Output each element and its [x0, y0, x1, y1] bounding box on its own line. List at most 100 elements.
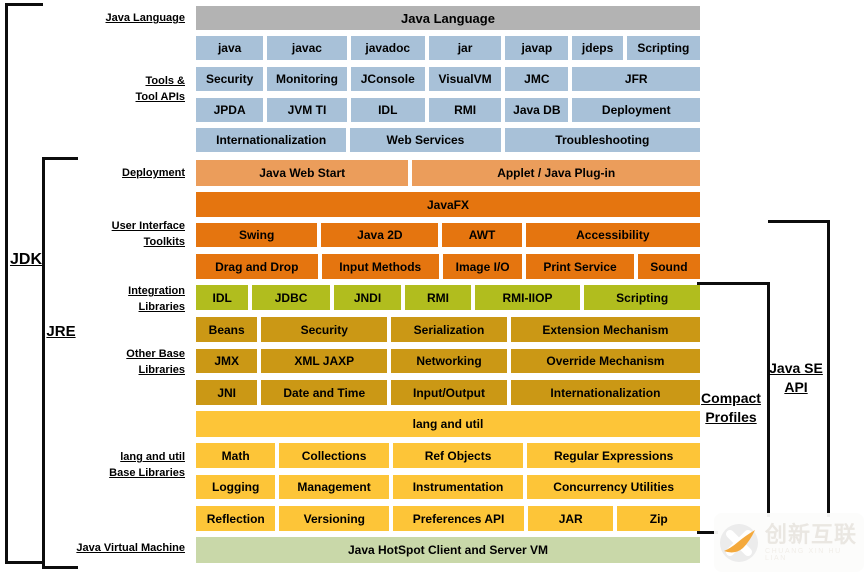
cell-rmi-iiop: RMI-IIOP — [474, 285, 581, 310]
section-label-java-virtual-machine: Java Virtual Machine — [76, 542, 185, 554]
bracket-line-jre-bottom — [42, 566, 78, 569]
diagram-row: lang and util — [196, 411, 700, 437]
cell-jni: JNI — [196, 380, 258, 405]
watermark-subtitle: CHUANG XIN HU LIAN — [765, 548, 842, 562]
cell-java-2d: Java 2D — [321, 223, 439, 247]
cell-troubleshooting: Troubleshooting — [504, 128, 700, 152]
diagram-row: JavaFX — [196, 192, 700, 217]
cell-internationalization: Internationalization — [196, 128, 347, 152]
cell-monitoring: Monitoring — [267, 67, 347, 91]
cell-input-methods: Input Methods — [321, 254, 439, 279]
cell-concurrency-utilities: Concurrency Utilities — [527, 475, 700, 499]
watermark-logo-icon — [720, 523, 758, 562]
cell-jvm-ti: JVM TI — [267, 98, 347, 122]
cell-jmx: JMX — [196, 349, 258, 373]
bracket-label-jre: JRE — [46, 323, 76, 340]
cell-accessibility: Accessibility — [525, 223, 700, 247]
cell-jpda: JPDA — [196, 98, 264, 122]
cell-awt: AWT — [442, 223, 522, 247]
watermark-text-block: 创新互联 CHUANG XIN HU LIAN — [765, 522, 864, 563]
bracket-line-javase-vertical — [827, 220, 830, 517]
bracket-line-jdk-vertical — [5, 3, 8, 564]
cell-jconsole: JConsole — [350, 67, 425, 91]
cell-serialization: Serialization — [391, 317, 507, 342]
cell-deployment: Deployment — [572, 98, 701, 122]
cell-java-web-start: Java Web Start — [196, 160, 409, 186]
watermark-title: 创新互联 — [765, 522, 858, 547]
cell-beans: Beans — [196, 317, 258, 342]
cell-java-hotspot-client-and-server-vm: Java HotSpot Client and Server VM — [196, 537, 700, 563]
cell-jndi: JNDI — [333, 285, 402, 310]
cell-rmi: RMI — [405, 285, 471, 310]
cell-lang-and-util: lang and util — [196, 411, 700, 437]
bracket-label-jdk: JDK — [9, 251, 42, 268]
diagram-row: Java Language — [196, 6, 700, 30]
cell-security: Security — [261, 317, 388, 342]
cell-javadoc: javadoc — [350, 36, 425, 60]
cell-web-services: Web Services — [350, 128, 501, 152]
cell-math: Math — [196, 443, 276, 468]
cell-applet-java-plug-in: Applet / Java Plug-in — [412, 160, 700, 186]
section-label-lang-and-util: lang and util Base Libraries — [109, 451, 185, 479]
cell-ref-objects: Ref Objects — [392, 443, 524, 468]
cell-java-language: Java Language — [196, 6, 700, 30]
cell-jmc: JMC — [505, 67, 569, 91]
cell-jar: JAR — [527, 506, 614, 531]
cell-scripting: Scripting — [626, 36, 700, 60]
cell-idl: IDL — [196, 285, 249, 310]
cell-preferences-api: Preferences API — [393, 506, 524, 531]
cell-input-output: Input/Output — [391, 380, 507, 405]
cell-rmi: RMI — [428, 98, 502, 122]
bracket-line-compact-bottom-dash — [697, 531, 718, 534]
cell-scripting: Scripting — [584, 285, 701, 310]
bracket-line-jdk-bottom — [5, 561, 43, 564]
cell-reflection: Reflection — [196, 506, 276, 531]
watermark: 创新互联 CHUANG XIN HU LIAN — [714, 513, 864, 572]
section-label-user-interface: User Interface Toolkits — [111, 220, 185, 248]
cell-security: Security — [196, 67, 264, 91]
section-label-other-base: Other Base Libraries — [126, 348, 185, 376]
cell-idl: IDL — [350, 98, 425, 122]
cell-versioning: Versioning — [279, 506, 390, 531]
cell-jdbc: JDBC — [252, 285, 330, 310]
section-label-tools: Tools & Tool APIs — [135, 75, 186, 103]
cell-networking: Networking — [391, 349, 507, 373]
bracket-line-compact-top — [697, 282, 770, 285]
cell-extension-mechanism: Extension Mechanism — [510, 317, 700, 342]
cell-jar: jar — [428, 36, 502, 60]
cell-swing: Swing — [196, 223, 318, 247]
cell-regular-expressions: Regular Expressions — [527, 443, 700, 468]
cell-java: java — [196, 36, 264, 60]
cell-javap: javap — [505, 36, 569, 60]
cell-javac: javac — [267, 36, 347, 60]
diagram-row: Java HotSpot Client and Server VM — [196, 537, 700, 563]
bracket-line-jre-vertical — [42, 157, 45, 569]
section-label-integration: Integration Libraries — [128, 285, 185, 313]
cell-print-service: Print Service — [526, 254, 634, 279]
bracket-line-javase-top — [768, 220, 830, 223]
cell-java-db: Java DB — [505, 98, 569, 122]
cell-zip: Zip — [617, 506, 700, 531]
section-label-deployment: Deployment — [122, 167, 185, 179]
cell-date-and-time: Date and Time — [261, 380, 388, 405]
cell-javafx: JavaFX — [196, 192, 700, 217]
cell-jfr: JFR — [572, 67, 701, 91]
cell-collections: Collections — [279, 443, 389, 468]
cell-internationalization: Internationalization — [510, 380, 700, 405]
cell-management: Management — [279, 475, 389, 499]
cell-jdeps: jdeps — [572, 36, 623, 60]
